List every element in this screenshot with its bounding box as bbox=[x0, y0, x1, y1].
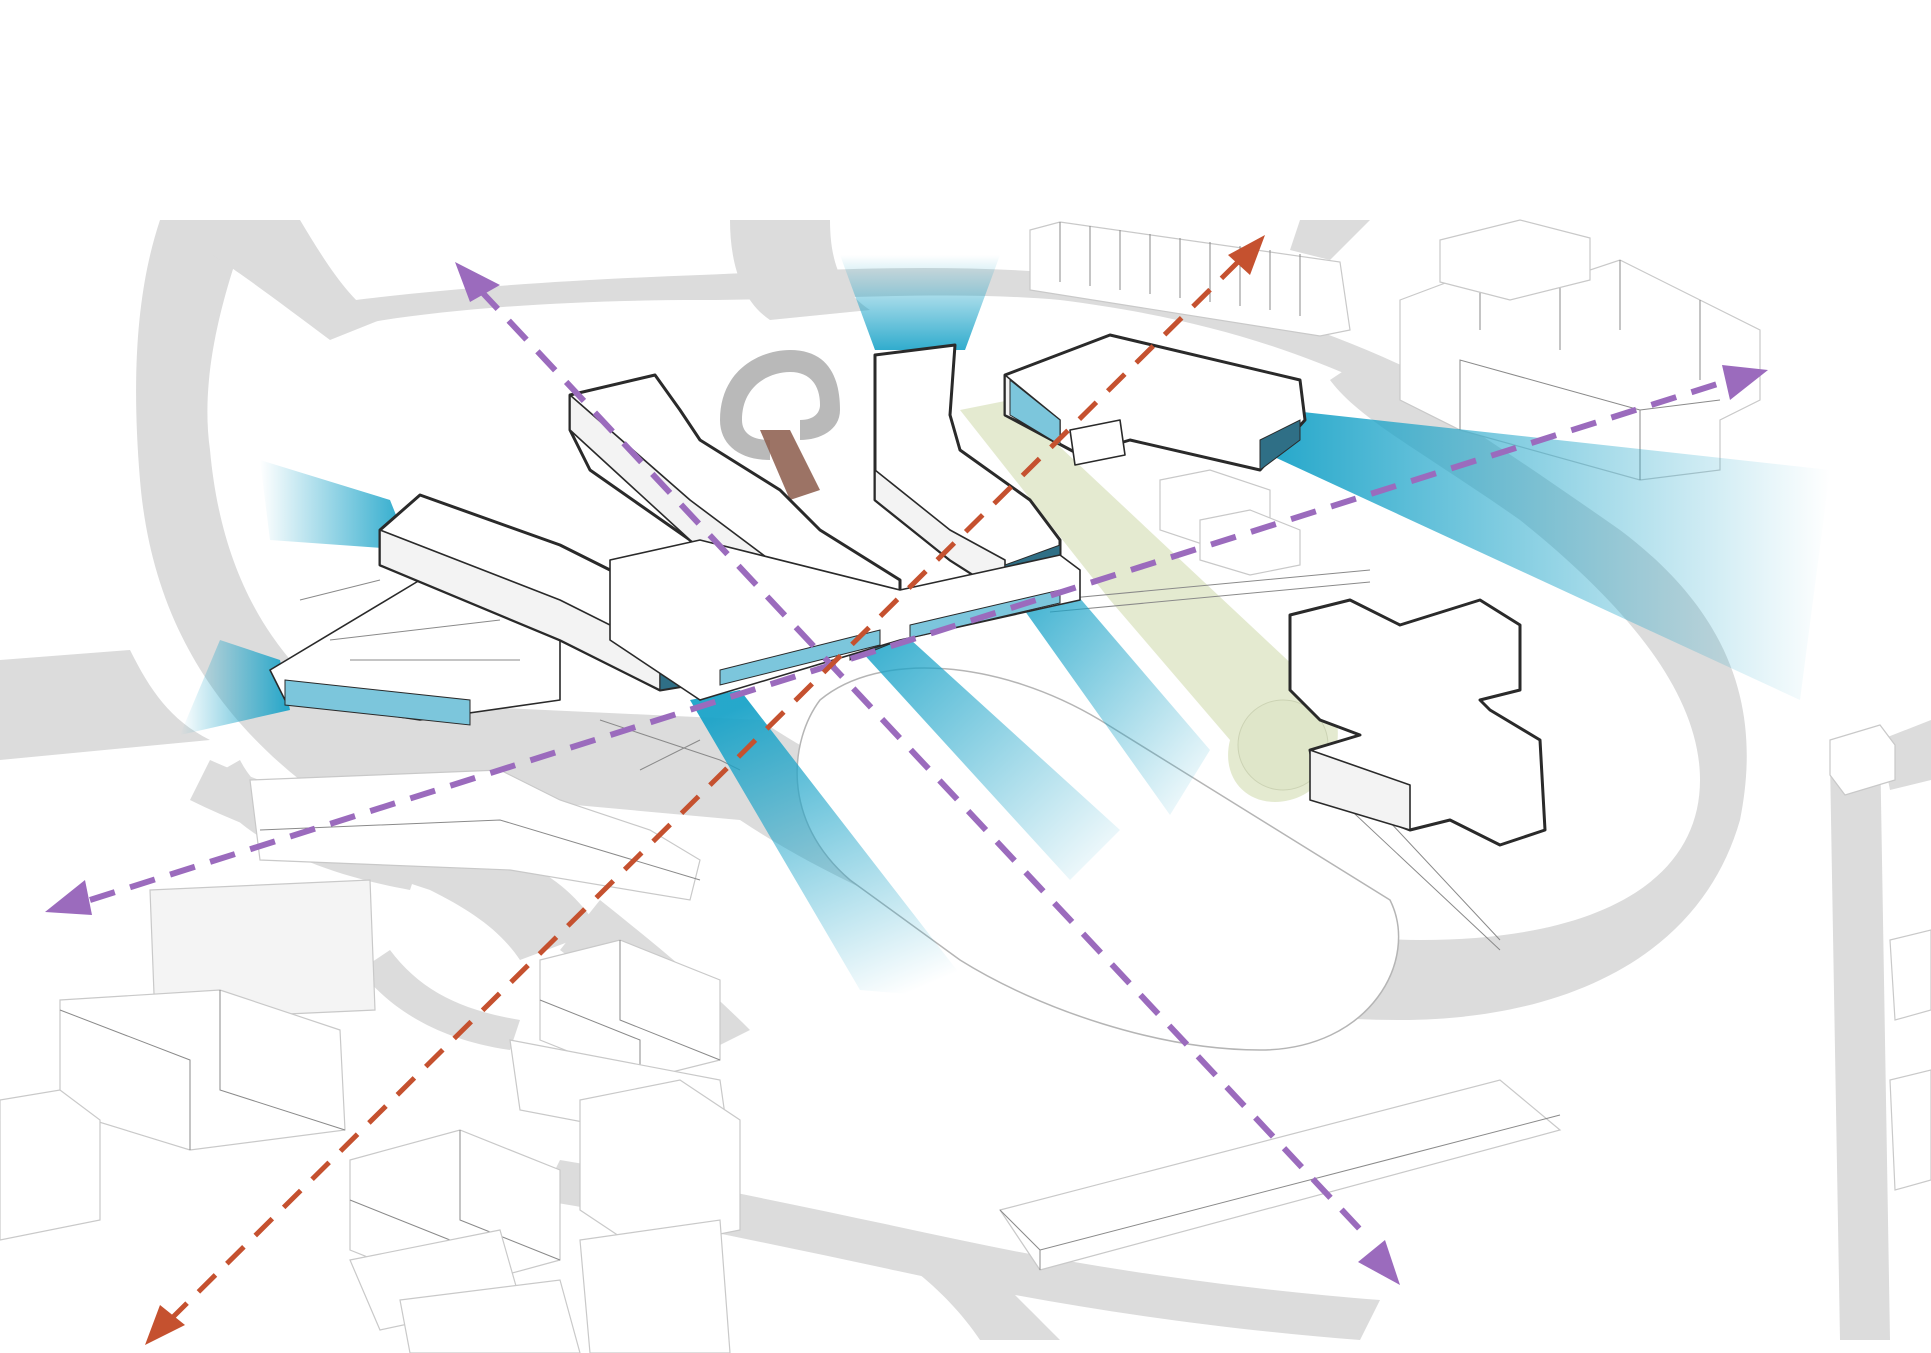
existing-school-building bbox=[1288, 598, 1547, 847]
arrowhead-icon bbox=[145, 1305, 185, 1345]
connecting-corridor bbox=[609, 539, 1081, 701]
footbridge bbox=[760, 430, 820, 500]
view-cone-north bbox=[840, 255, 1000, 350]
view-cone-south-2 bbox=[860, 630, 1120, 880]
site-features bbox=[599, 350, 1501, 1051]
arrowhead-icon bbox=[455, 262, 500, 302]
green-walkway bbox=[960, 400, 1338, 802]
purple-axis-southwest-northeast bbox=[45, 365, 1768, 915]
view-cone-south-1 bbox=[690, 690, 980, 1000]
arrowhead-icon bbox=[1358, 1240, 1400, 1285]
view-cone-east bbox=[1270, 410, 1830, 700]
view-cones bbox=[180, 255, 1830, 1000]
arrowhead-icon bbox=[1722, 365, 1768, 400]
view-cone-south-3 bbox=[1010, 575, 1210, 815]
left-podium-glazing bbox=[284, 679, 471, 726]
view-cone-southwest bbox=[180, 640, 290, 735]
wing-east-side bbox=[874, 469, 1006, 596]
view-cone-west bbox=[260, 460, 410, 550]
orange-axis-southwest-northeast bbox=[145, 235, 1265, 1345]
arrowhead-icon bbox=[1228, 235, 1265, 275]
drop-off-loop bbox=[720, 350, 840, 460]
purple-axis-northwest-southeast bbox=[455, 262, 1400, 1285]
main-building-complex bbox=[269, 333, 1307, 726]
arrowhead-icon bbox=[45, 880, 92, 915]
